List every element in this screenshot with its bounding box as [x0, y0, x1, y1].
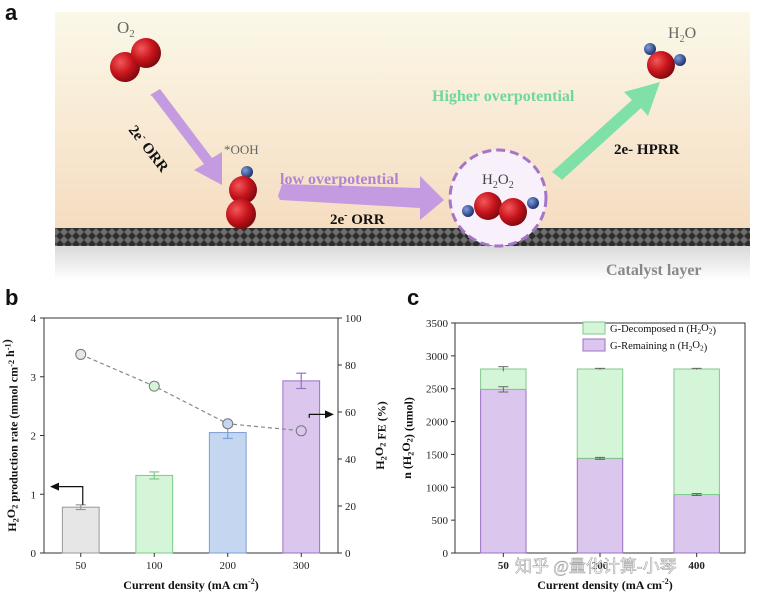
- right-tick-label: 0: [345, 548, 351, 560]
- panel-c-chart: c 0 500 1000 1500 2000 2500 3000 3500 50 200 400 G-…: [395, 285, 759, 596]
- h2o2-label: H2O2: [482, 172, 514, 191]
- watermark: 知乎 @量化计算-小琴: [515, 557, 677, 576]
- arrow3-label: 2e- HPRR: [614, 142, 680, 158]
- left-tick-label: 3: [31, 372, 37, 384]
- right-tick-label: 100: [345, 313, 362, 325]
- left-tick-label: 4: [31, 313, 37, 325]
- y-axis-label: n (H2O2) (umol): [399, 397, 416, 479]
- right-tick-label: 40: [345, 454, 357, 466]
- catalyst-shadow: [55, 246, 750, 280]
- legend-label: G-Remaining n (H2O2): [610, 340, 708, 353]
- bar-remaining: [673, 494, 720, 554]
- bar-decomposed: [673, 368, 720, 496]
- right-axis-arrowhead: [325, 410, 334, 419]
- x-tick-label: 50: [75, 560, 87, 572]
- y-tick-label: 3000: [426, 351, 449, 363]
- h2o-molecule: [644, 43, 686, 79]
- y-tick-label: 2500: [426, 384, 449, 396]
- x-tick-label: 400: [688, 560, 705, 572]
- ooh-molecule: [226, 166, 257, 229]
- higher-overpotential-label: Higher overpotential: [432, 88, 575, 105]
- x-tick-label: 100: [146, 560, 163, 572]
- y-axis-label-right: H2O2 FE (%): [372, 401, 389, 469]
- ooh-label: *OOH: [224, 142, 259, 157]
- panel-c-letter: c: [407, 285, 420, 310]
- right-tick-label: 20: [345, 501, 357, 513]
- low-overpotential-label: low overpotential: [280, 171, 399, 188]
- fe-point: [148, 380, 160, 392]
- y-tick-label: 1000: [426, 482, 449, 494]
- h2o2-molecule: [448, 148, 548, 248]
- y-tick-label: 500: [432, 515, 449, 527]
- x-tick-label: 300: [293, 560, 310, 572]
- panel-a-scheme: O2 *OOH H2O2 H2O 2e- ORR low overpotenti…: [0, 0, 759, 290]
- y-tick-label: 1500: [426, 449, 449, 461]
- panel-b-letter: b: [5, 285, 19, 310]
- bar: [282, 380, 321, 554]
- right-axis-indicator: [308, 413, 326, 418]
- x-tick-label: 200: [592, 560, 609, 572]
- left-axis-arrowhead: [50, 482, 59, 491]
- bar: [208, 432, 247, 554]
- bar-decomposed: [576, 368, 624, 459]
- x-tick-label: 200: [220, 560, 237, 572]
- arrow2-label: 2e- ORR: [330, 210, 385, 228]
- catalyst-layer-label: Catalyst layer: [606, 262, 702, 279]
- scheme-svg: O2 *OOH H2O2 H2O 2e- ORR low overpotenti…: [55, 12, 750, 280]
- bar: [61, 506, 100, 554]
- fe-line: [80, 353, 302, 432]
- x-axis-label: Current density (mA cm-2): [537, 577, 672, 592]
- bar-remaining: [576, 457, 624, 554]
- left-tick-label: 2: [31, 431, 37, 443]
- o2-label: O2: [117, 18, 135, 40]
- arrow-o2-to-ooh: [150, 89, 222, 185]
- left-tick-label: 1: [31, 489, 37, 501]
- legend-label: G-Decomposed n (H2O2): [610, 323, 716, 336]
- chart-c-svg: 0 500 1000 1500 2000 2500 3000 3500 50 200 400 G-De…: [399, 318, 746, 592]
- legend-swatch: [582, 338, 606, 352]
- x-axis-label: Current density (mA cm-2): [123, 577, 258, 592]
- fe-point: [222, 418, 234, 430]
- y-tick-label: 2000: [426, 417, 449, 429]
- legend-swatch: [582, 321, 606, 335]
- fe-point: [295, 425, 307, 437]
- left-tick-label: 0: [31, 548, 37, 560]
- left-axis-indicator: [58, 486, 84, 505]
- h2o-label: H2O: [668, 25, 696, 45]
- catalyst-surface: [55, 228, 750, 246]
- bar-remaining: [480, 388, 527, 554]
- y-tick-label: 3500: [426, 318, 449, 330]
- fe-point: [75, 348, 87, 360]
- o2-molecule: [110, 38, 161, 82]
- y-axis-label-left: H2O2 production rate (mmol cm-2 h-1): [0, 339, 21, 531]
- x-tick-label: 50: [498, 560, 510, 572]
- right-tick-label: 60: [345, 407, 357, 419]
- arrow-h2o2-to-h2o: [552, 82, 660, 180]
- y-tick-label: 0: [443, 548, 449, 560]
- panel-a-letter: a: [5, 0, 18, 25]
- right-tick-label: 80: [345, 360, 357, 372]
- bar: [135, 474, 174, 554]
- arrow-ooh-to-h2o2: [278, 176, 444, 220]
